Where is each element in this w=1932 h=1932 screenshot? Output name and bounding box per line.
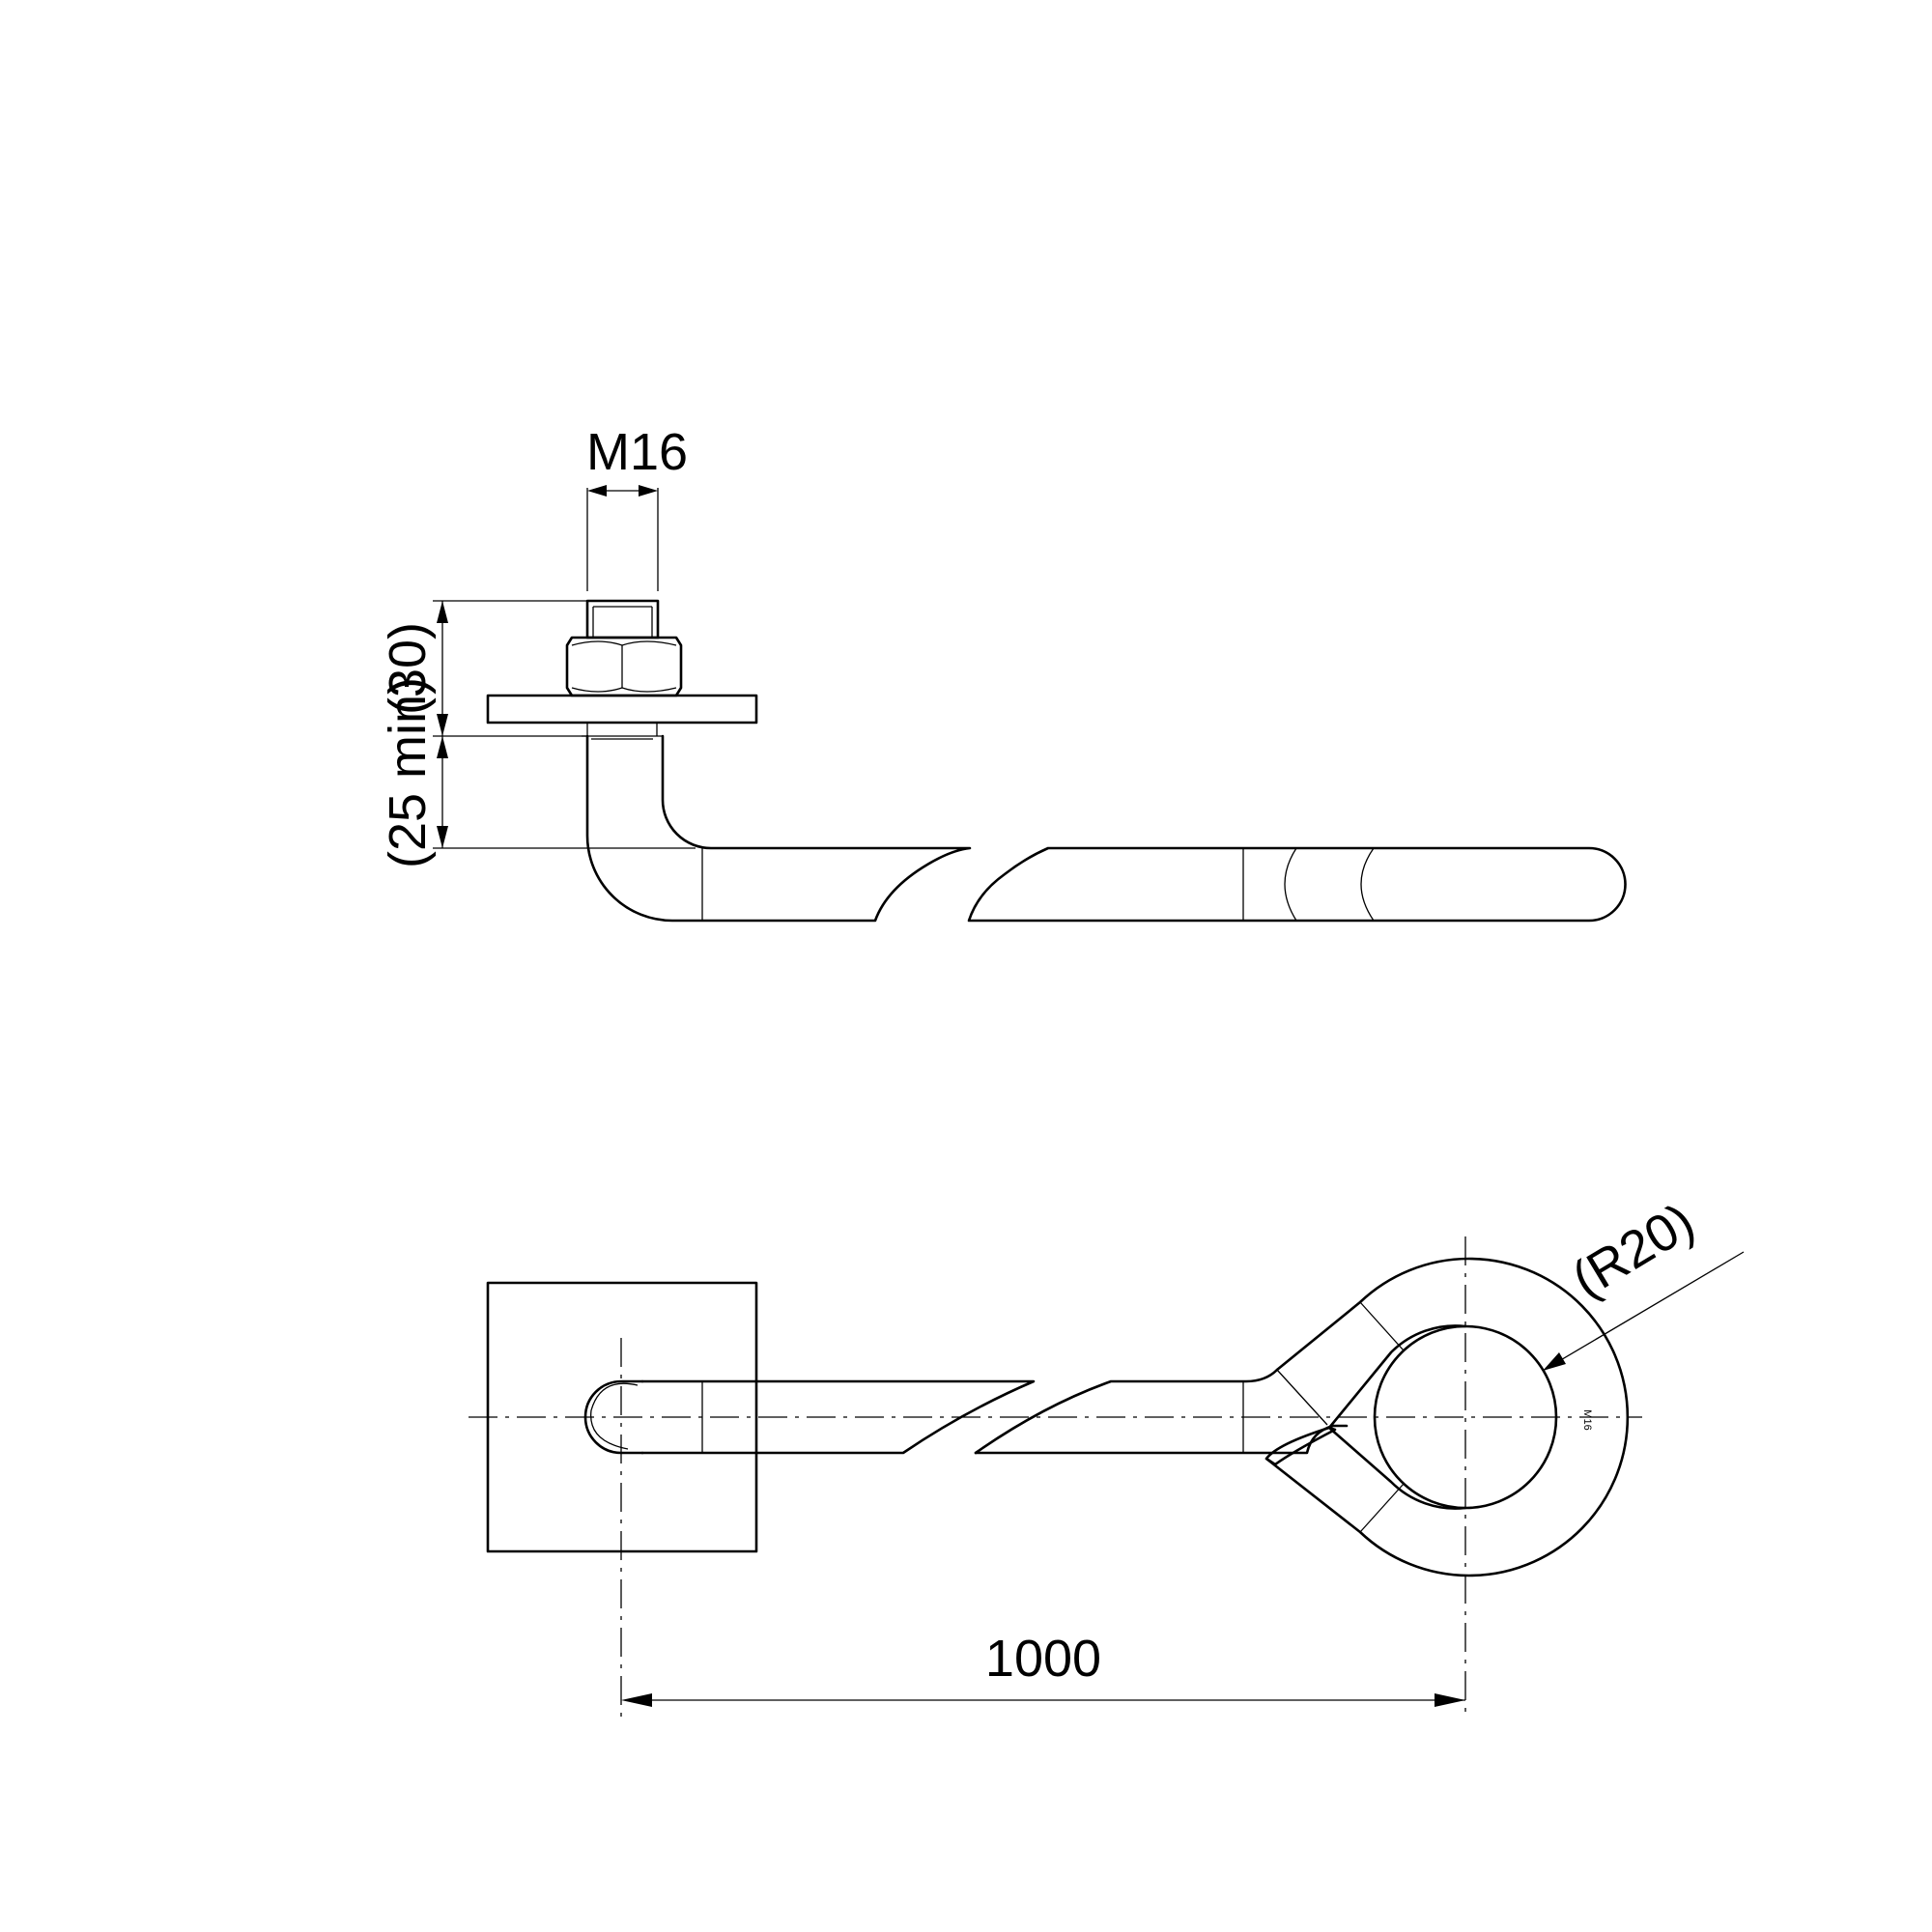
projection-label: (30) [379,622,437,715]
bend-cap [583,1379,644,1455]
thread-lower [582,723,663,740]
side-view: M16 (30) (25 min) [379,423,1627,923]
stamp-marking: M16 [1581,1409,1593,1430]
projection-dimension: (30) [379,600,587,737]
embed-dimension: (25 min) [379,677,696,868]
bar-top-left [640,1379,1036,1455]
length-dimension: 1000 [621,1630,1465,1707]
thread-size-label: M16 [586,423,688,481]
washer-plate [486,694,758,724]
bar-top-right [974,1424,1349,1455]
embed-label: (25 min) [379,677,437,868]
bent-bar-left [585,734,972,923]
length-label: 1000 [985,1630,1101,1688]
eye-loop [1264,1257,1630,1577]
bar-right [967,846,1627,923]
thread-dimension: M16 [586,423,688,591]
